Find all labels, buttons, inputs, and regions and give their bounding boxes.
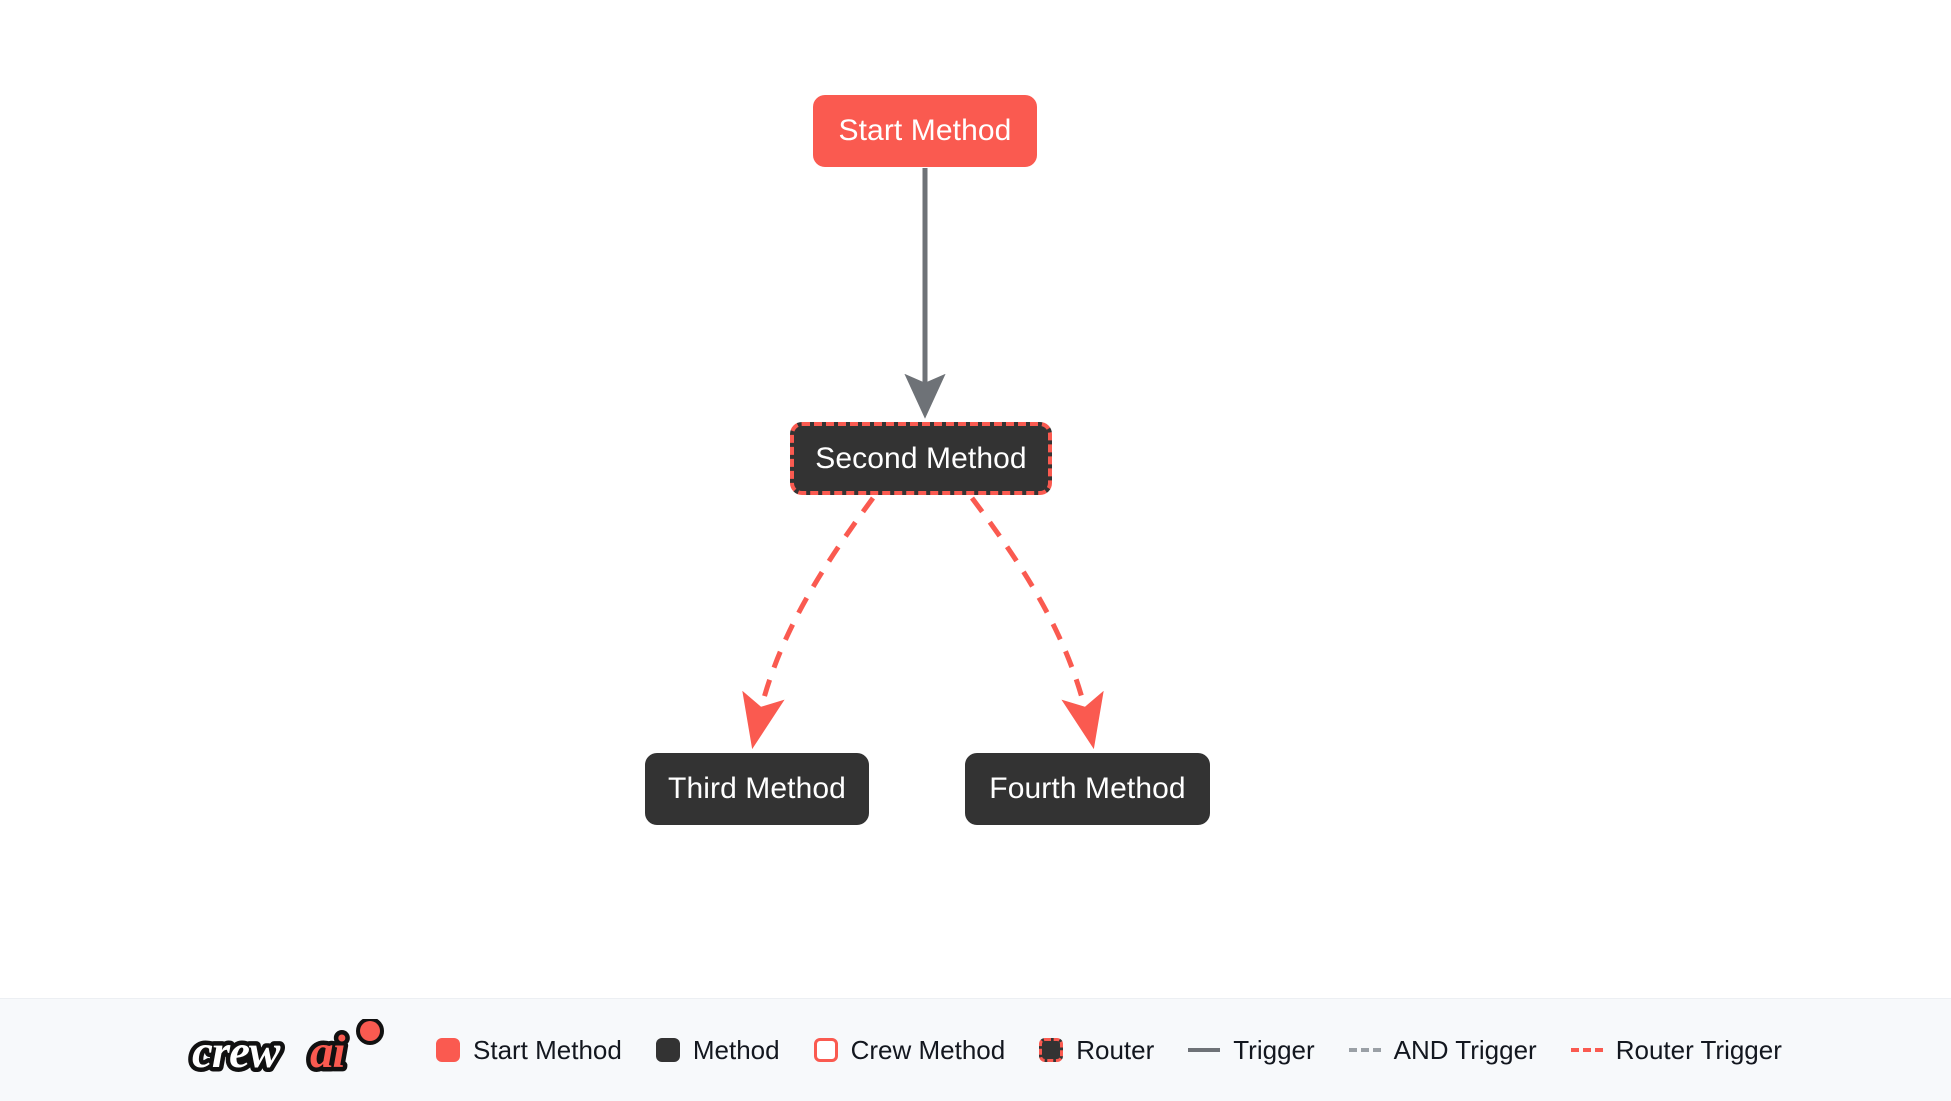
crew-method-swatch-icon [813,1038,838,1062]
node-label: Second Method [815,441,1027,475]
legend-item-crew-method[interactable]: Crew Method [813,1035,1006,1065]
flow-canvas[interactable]: Start Method Second Method Third Method … [0,0,1951,998]
node-label: Start Method [838,114,1012,147]
svg-text:ai: ai [310,1026,346,1078]
legend-item-start-method[interactable]: Start Method [436,1037,622,1063]
legend-label: Crew Method [850,1035,1006,1065]
legend-bar: crew crew ai ai Start Method Method Crew… [0,998,1951,1101]
crewai-logo: crew crew ai ai [188,1019,384,1081]
legend-item-router[interactable]: Router [1039,1037,1154,1063]
node-fourth-method[interactable]: Fourth Method [965,753,1210,825]
legend-label: Trigger [1233,1035,1315,1065]
and-trigger-line-icon [1348,1048,1381,1052]
method-swatch-icon [655,1038,680,1062]
node-third-method[interactable]: Third Method [645,753,869,825]
router-trigger-line-icon [1570,1048,1603,1052]
router-swatch-icon [1039,1038,1064,1062]
node-second-method[interactable]: Second Method [790,422,1052,495]
legend-item-router-trigger[interactable]: Router Trigger [1570,1035,1782,1065]
svg-text:crew: crew [192,1026,281,1078]
legend-item-and-trigger[interactable]: AND Trigger [1348,1035,1537,1065]
trigger-line-icon [1188,1048,1221,1052]
svg-text:ai: ai [310,1026,346,1078]
node-label: Third Method [668,772,846,805]
start-method-swatch-icon [436,1038,460,1062]
edge-second-to-fourth [969,496,1104,750]
svg-text:crew: crew [192,1026,281,1078]
edge-second-to-third [742,496,876,750]
legend-label: Method [692,1035,780,1065]
legend-label: Router [1076,1035,1155,1065]
node-start-method[interactable]: Start Method [813,95,1037,167]
legend-label: Router Trigger [1615,1035,1782,1065]
legend-label: AND Trigger [1393,1035,1537,1065]
legend-label: Start Method [473,1035,622,1065]
legend-item-trigger[interactable]: Trigger [1188,1035,1315,1065]
legend-item-method[interactable]: Method [655,1035,780,1065]
node-label: Fourth Method [989,772,1186,805]
